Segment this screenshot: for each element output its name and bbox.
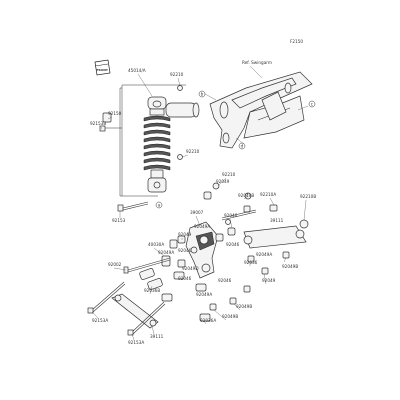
label-45014a: 45014/A bbox=[128, 68, 146, 73]
front-label: FRONT bbox=[97, 68, 109, 72]
ref-swingarm-note: Ref. Swingarm bbox=[242, 60, 272, 65]
label-92049-a: 92049 bbox=[216, 179, 230, 184]
label-92153a-2: 92153A bbox=[128, 340, 144, 345]
rocker-arm-39007 bbox=[185, 221, 219, 279]
label-92046-5: 92046 bbox=[218, 278, 232, 283]
label-92046-3: 92046 bbox=[178, 248, 192, 253]
label-92002: 92002 bbox=[108, 262, 122, 267]
leader-lines bbox=[91, 73, 307, 341]
label-40030a: 40030A bbox=[148, 242, 164, 247]
label-92049a-4: 92049A bbox=[196, 292, 212, 297]
label-92049b-top: 92049B bbox=[238, 193, 254, 198]
label-92210a: 92210A bbox=[260, 192, 276, 197]
label-92049b-2: 92049B bbox=[282, 264, 298, 269]
label-92153b: 92153B bbox=[90, 121, 106, 126]
label-92210-top: 92210 bbox=[170, 72, 184, 77]
label-92153a-1: 92153A bbox=[92, 318, 108, 323]
label-92036: 92036 bbox=[244, 260, 258, 265]
label-92150: 92150 bbox=[108, 111, 122, 116]
label-39111-top: 39111 bbox=[270, 218, 284, 223]
label-92036a: 92036A bbox=[200, 318, 216, 323]
label-92049d: 92049D bbox=[182, 266, 199, 271]
label-92036b: 92036B bbox=[144, 288, 160, 293]
label-92210-mid: 92210 bbox=[186, 149, 200, 154]
label-39007: 39007 bbox=[190, 210, 204, 215]
label-92049a-1: 92049A bbox=[194, 224, 210, 229]
callout-d bbox=[238, 142, 246, 150]
label-92153: 92153 bbox=[112, 218, 126, 223]
label-92210-right: 92210 bbox=[222, 172, 236, 177]
swingarm-reference bbox=[209, 71, 313, 149]
label-92046-2: 92046 bbox=[226, 242, 240, 247]
label-39111-bot: 39111 bbox=[150, 334, 164, 339]
callout-b-text: b bbox=[201, 92, 204, 97]
label-92049-3: 92049 bbox=[262, 278, 276, 283]
bolt-92153 bbox=[117, 201, 149, 212]
label-92049-2: 92049 bbox=[178, 232, 192, 237]
part-labels: 45014/A 92210 92150 92153B 92210 92153 9… bbox=[90, 68, 316, 345]
nut-92210-top bbox=[177, 85, 183, 91]
callout-c-text: c bbox=[311, 102, 313, 107]
front-arrow-icon bbox=[94, 59, 111, 76]
callout-d-text: d bbox=[241, 144, 244, 149]
shock-group-frame bbox=[119, 84, 186, 197]
label-92210b: 92210B bbox=[300, 194, 316, 199]
label-92049b-3: 92049B bbox=[236, 304, 252, 309]
tie-rod-39111-lower bbox=[111, 293, 159, 329]
nut-92210-mid bbox=[177, 154, 183, 160]
callout-a bbox=[155, 201, 163, 209]
label-92046-4: 92046 bbox=[178, 276, 192, 281]
bolt-head-92153b bbox=[99, 125, 106, 132]
label-92046-1: 92046 bbox=[224, 213, 238, 218]
long-bolts bbox=[87, 209, 257, 336]
page-code: F2150 bbox=[290, 39, 303, 44]
tie-rod-39111-upper bbox=[243, 225, 307, 249]
callout-a-text: a bbox=[158, 203, 161, 208]
callout-c bbox=[308, 100, 316, 108]
label-92049b-4: 92049B bbox=[222, 314, 238, 319]
label-92049a-2: 92049A bbox=[256, 252, 272, 257]
rear-shock-absorber bbox=[143, 96, 200, 193]
label-92049a-3: 92049A bbox=[158, 250, 174, 255]
